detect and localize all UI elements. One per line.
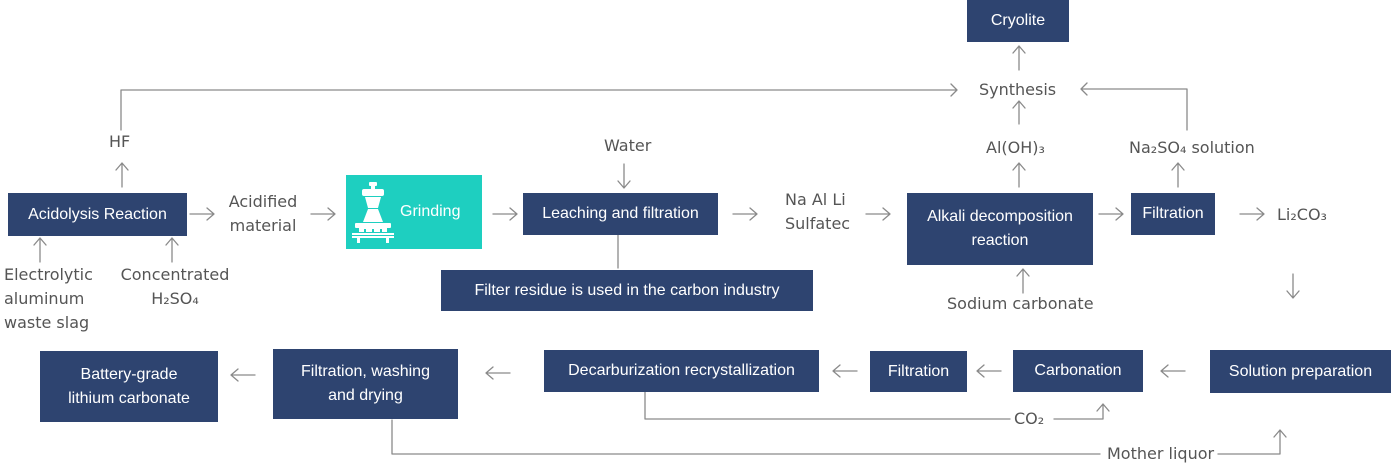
cryolite-label: Cryolite [990,12,1046,29]
hf-label: HF [109,132,131,151]
carbonation-label: Carbonation [1034,362,1122,379]
concentrated-line-1: Concentrated [120,265,230,284]
filtration-washing-drying-box: Filtration, washing and drying [273,349,458,419]
aloh3-label: Al(OH)₃ [986,138,1045,157]
arrow-solution-carbonation [1160,364,1186,378]
electrolytic-line-1: Electrolytic [4,265,93,284]
line-na2so4-synthesis [1080,82,1188,131]
filt-wash-line-2: and drying [328,387,403,404]
cryolite-box: Cryolite [967,0,1069,42]
synthesis-label: Synthesis [979,80,1057,99]
mother-liquor-label: Mother liquor [1107,444,1215,463]
na-al-li-label: Na Al Li Sulfatec [785,188,857,236]
line-mother-liquor [391,419,1101,455]
arrow-grinding-leaching [492,207,518,221]
battery-grade-box: Battery-grade lithium carbonate [40,351,218,422]
arrow-acidified-grinding [310,207,336,221]
arrow-leaching-naalli [732,207,758,221]
arrow-synthesis-cryolite [1012,45,1026,71]
filtration-bottom-label: Filtration [887,362,950,380]
solution-preparation-box: Solution preparation [1210,350,1391,393]
battery-line-1: Battery-grade [80,365,178,383]
alkali-decomposition-text: Alkali decomposition reaction [927,205,1073,253]
arrow-alkali-filtration [1098,207,1124,221]
arrow-concentrated [165,237,179,263]
filtration-top-box: Filtration [1131,193,1215,235]
arrow-carbonation-filtration [976,364,1002,378]
arrow-water [617,163,631,189]
arrow-sodium-carbonate [1016,268,1030,294]
filt-wash-line-1: Filtration, washing [301,363,430,380]
line-hf-synthesis [120,83,958,131]
na-al-li-line-1: Na Al Li [785,190,846,209]
arrow-filtration-decarb [832,364,858,378]
li2co3-label: Li₂CO₃ [1277,205,1327,224]
acidified-material-label: Acidified material [222,190,304,238]
decarburization-box: Decarburization recrystallization [544,350,819,392]
alkali-decomposition-box: Alkali decomposition reaction [907,193,1093,265]
arrow-filtwash-battery [230,368,256,382]
filtration-washing-drying-text: Filtration, washing and drying [301,360,430,408]
arrow-naalli-alkali [865,207,891,221]
line-co2-to-carbonation [1053,403,1110,420]
acidolysis-reaction-label: Acidolysis Reaction [28,205,167,223]
arrow-hf [115,162,129,188]
solution-preparation-label: Solution preparation [1228,362,1373,380]
acidified-line-2: material [229,216,297,235]
filter-residue-label: Filter residue is used in the carbon ind… [474,281,780,299]
arrow-aloh3-synthesis [1012,100,1026,125]
line-co2-return [644,391,1011,420]
filtration-top-label: Filtration [1142,205,1204,222]
concentrated-line-2: H₂SO₄ [151,289,199,308]
battery-grade-text: Battery-grade lithium carbonate [68,363,190,411]
grinding-label: Grinding [400,203,461,220]
battery-line-2: lithium carbonate [68,389,190,407]
arrow-alkali-aloh3 [1012,162,1026,188]
grinder-icon [352,182,394,243]
filtration-bottom-box: Filtration [870,351,967,392]
leaching-filtration-box: Leaching and filtration [523,193,718,235]
concentrated-h2so4-label: Concentrated H₂SO₄ [116,263,234,311]
line-mother-liquor-to-prep [1217,429,1287,455]
electrolytic-waste-slag-label: Electrolytic aluminum waste slag [4,263,93,335]
alkali-line-1: Alkali decomposition [927,208,1073,225]
alkali-line-2: reaction [971,232,1029,249]
arrow-electrolytic [33,237,47,263]
carbonation-box: Carbonation [1013,350,1143,392]
co2-label: CO₂ [1014,409,1045,428]
arrow-filtration-na2so4 [1171,162,1185,188]
water-label: Water [604,136,652,155]
leaching-filtration-label: Leaching and filtration [542,205,699,222]
electrolytic-line-2: aluminum [4,289,85,308]
arrow-li2co3-down [1286,273,1300,299]
filter-residue-box: Filter residue is used in the carbon ind… [441,270,813,311]
decarburization-label: Decarburization recrystallization [568,362,795,379]
na-al-li-line-2: Sulfatec [785,214,851,233]
na2so4-solution-label: Na₂SO₄ solution [1129,138,1255,157]
arrow-acidolysis-acidified [189,207,215,221]
sodium-carbonate-label: Sodium carbonate [947,294,1094,313]
arrow-decarb-filtwash [485,366,511,380]
acidolysis-reaction-box: Acidolysis Reaction [8,193,187,236]
arrow-filtration-li2co3 [1239,207,1265,221]
electrolytic-line-3: waste slag [4,313,90,332]
acidified-line-1: Acidified [228,192,298,211]
